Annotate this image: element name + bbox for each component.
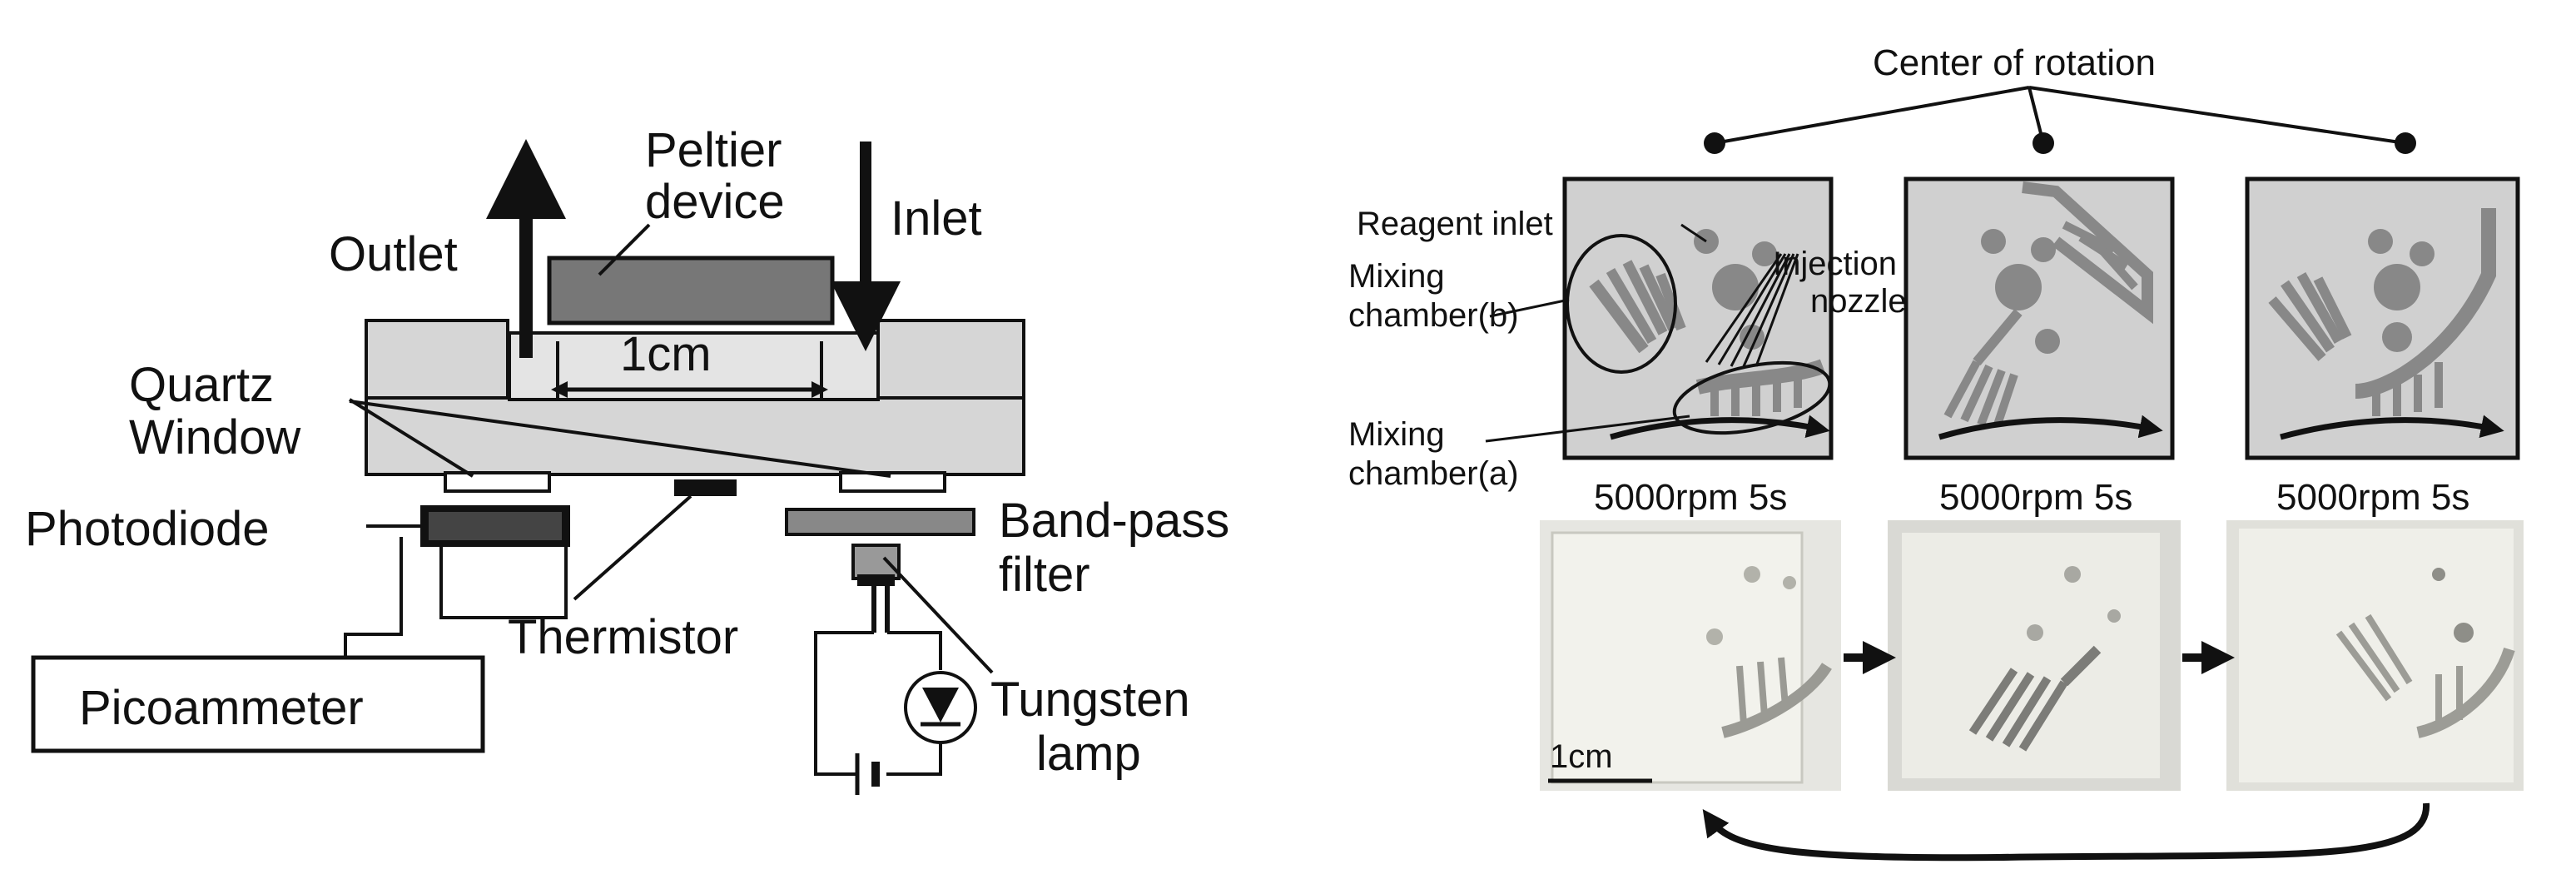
photodiode	[366, 505, 570, 547]
picoammeter-wiring	[344, 506, 568, 658]
mixing-a-label-2: chamber(a)	[1348, 455, 1519, 492]
setup-diagram: Peltier device Outlet Inlet 1cm Quartz W…	[25, 123, 1229, 795]
peltier-device	[547, 256, 835, 325]
quartz-label-1: Quartz	[129, 358, 274, 412]
peltier-label-2: device	[645, 175, 785, 229]
rotation-center-dot-3	[2395, 132, 2416, 154]
chip-photo-1	[1540, 520, 1841, 791]
return-arrow	[1702, 802, 2430, 862]
injection-label-1: Injection	[1773, 246, 1897, 282]
reagent-inlet-label: Reagent inlet	[1357, 206, 1553, 242]
quartz-windows	[444, 471, 946, 493]
bandpass-label-1: Band-pass	[999, 494, 1229, 548]
tungsten-label-1: Tungsten	[990, 673, 1190, 727]
thermistor	[573, 479, 737, 601]
picoammeter-label: Picoammeter	[79, 681, 364, 735]
tungsten-label-2: lamp	[1036, 727, 1141, 781]
dimension-label: 1cm	[620, 327, 712, 381]
rotation-center-dot-1	[1704, 132, 1725, 154]
peltier-label-1: Peltier	[645, 123, 782, 177]
step-caption-1: 5000rpm 5s	[1594, 477, 1787, 518]
mixing-a-label-1: Mixing	[1348, 416, 1445, 453]
photodiode-label: Photodiode	[25, 502, 269, 556]
rotation-center-dot-2	[2033, 132, 2054, 154]
chip-schematic-3	[2245, 176, 2520, 460]
dimension-arrow	[551, 341, 828, 400]
outlet-label: Outlet	[329, 227, 458, 281]
chip-schematic-2	[1903, 176, 2175, 460]
bandpass-label-2: filter	[999, 548, 1090, 602]
injection-label-2: nozzle	[1810, 283, 1907, 320]
step-caption-2: 5000rpm 5s	[1939, 477, 2132, 518]
lamp-circuit	[814, 631, 977, 795]
scale-bar-label: 1cm	[1550, 738, 1613, 775]
inlet-label: Inlet	[891, 191, 982, 246]
chip-photo-2	[1888, 520, 2181, 791]
step-caption-3: 5000rpm 5s	[2276, 477, 2469, 518]
bandpass-filter	[785, 508, 975, 536]
rotation-center-lines	[1714, 86, 2406, 145]
chip-photo-3	[2226, 520, 2524, 791]
picoammeter-box	[31, 655, 485, 753]
chip-schematic-1	[1562, 176, 1834, 460]
mixing-b-label-1: Mixing	[1348, 258, 1445, 295]
quartz-pointers	[348, 398, 891, 478]
thermistor-label: Thermistor	[508, 610, 738, 664]
chip-sequence: Center of rotation	[1348, 42, 2524, 862]
quartz-label-2: Window	[129, 410, 301, 464]
lamp-symbol	[921, 688, 960, 727]
center-of-rotation-label: Center of rotation	[1873, 42, 2156, 83]
tungsten-lamp-holder	[851, 544, 994, 674]
